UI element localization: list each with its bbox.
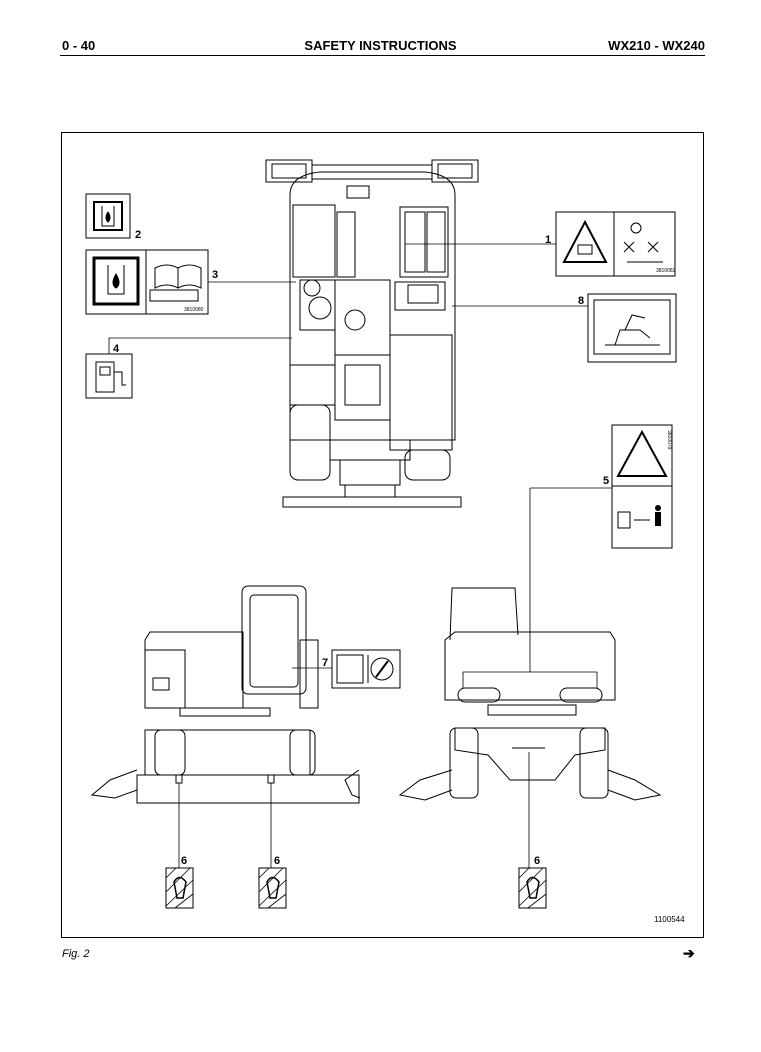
- machine-side-view: [90, 585, 361, 804]
- decal-6-middle: [258, 867, 287, 909]
- decal-6-left: [165, 867, 194, 909]
- decal-1: [555, 211, 676, 277]
- drawing-code: 1100544: [654, 915, 685, 924]
- figure-frame: [61, 132, 704, 938]
- decal-5-code: 3810079: [666, 430, 672, 450]
- callout-5: 5: [603, 475, 609, 487]
- arrow-right-icon[interactable]: ➔: [683, 945, 695, 961]
- section-title: SAFETY INSTRUCTIONS: [304, 38, 457, 53]
- callout-4: 4: [113, 343, 120, 355]
- decal-7: [331, 649, 401, 689]
- header-rule: [60, 55, 705, 56]
- callout-6-right: 6: [534, 855, 540, 867]
- decal-3-code: 3810080: [184, 307, 204, 313]
- callout-3: 3: [212, 269, 218, 281]
- figure-caption: Fig. 2: [62, 948, 90, 960]
- callout-8: 8: [578, 295, 584, 307]
- decal-1-code: 3810082: [656, 268, 676, 274]
- callout-6-left: 6: [181, 855, 187, 867]
- decal-6-right: [518, 867, 547, 909]
- decal-2: [85, 193, 131, 239]
- machine-top-view: [265, 159, 479, 508]
- callout-1: 1: [545, 234, 551, 246]
- decal-4: [85, 353, 133, 399]
- callout-2: 2: [135, 229, 141, 241]
- decal-8: [587, 293, 677, 363]
- decal-3: [85, 249, 209, 315]
- callout-7: 7: [322, 657, 328, 669]
- model-range: WX210 - WX240: [608, 38, 705, 53]
- decal-5: [611, 424, 673, 549]
- machine-rear-view: [398, 587, 662, 801]
- callout-6-middle: 6: [274, 855, 280, 867]
- leader-lines: [108, 243, 612, 868]
- page-number: 0 - 40: [62, 38, 96, 53]
